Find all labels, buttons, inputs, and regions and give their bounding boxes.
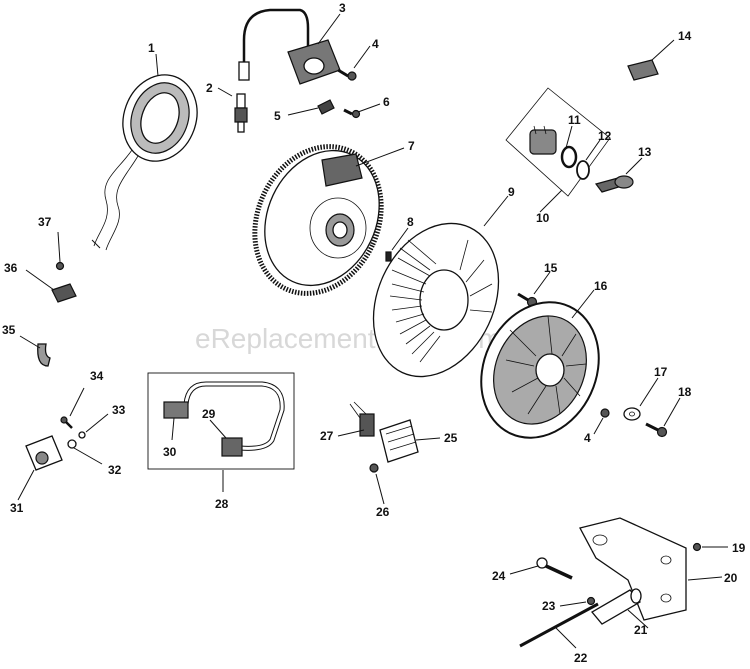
screw-part-bottom[interactable] (600, 408, 610, 418)
harness-connector-part-29[interactable] (221, 437, 243, 457)
callout-18[interactable]: 18 (678, 385, 692, 399)
wire-harness-part[interactable] (183, 381, 285, 451)
callout-9[interactable]: 9 (508, 185, 515, 199)
callout-15[interactable]: 15 (544, 261, 558, 275)
screw-part-6[interactable] (343, 108, 361, 119)
callout-4a[interactable]: 4 (372, 37, 379, 51)
nut-ring-part[interactable] (560, 145, 578, 169)
callout-4b[interactable]: 4 (584, 431, 591, 445)
harness-connector-part-30[interactable] (163, 401, 189, 419)
callout-17[interactable]: 17 (654, 365, 668, 379)
screw-part-top[interactable] (337, 68, 357, 81)
callout-29[interactable]: 29 (202, 407, 216, 421)
washer-part[interactable] (623, 407, 641, 421)
callout-36[interactable]: 36 (4, 261, 18, 275)
washer-ring-part[interactable] (576, 160, 590, 180)
flywheel-part[interactable] (232, 126, 405, 314)
screw-part-37[interactable] (55, 261, 65, 271)
shoulder-bolt-part[interactable] (536, 557, 573, 580)
callout-5[interactable]: 5 (274, 109, 281, 123)
callout-21[interactable]: 21 (634, 623, 648, 637)
callout-7[interactable]: 7 (408, 139, 415, 153)
callout-1[interactable]: 1 (148, 41, 155, 55)
cable-clamp-part[interactable] (37, 343, 51, 367)
harness-group-box (147, 372, 295, 470)
clip-part-36[interactable] (51, 283, 77, 303)
callout-34[interactable]: 34 (90, 369, 104, 383)
ignition-module-part[interactable] (238, 8, 341, 85)
callout-32[interactable]: 32 (108, 463, 122, 477)
callout-31[interactable]: 31 (10, 501, 24, 515)
screw-part-26[interactable] (369, 463, 379, 473)
ignition-key-part[interactable] (594, 175, 634, 193)
key-part[interactable] (385, 251, 392, 262)
callout-28[interactable]: 28 (215, 497, 229, 511)
callout-33[interactable]: 33 (112, 403, 126, 417)
washer-part-33[interactable] (78, 431, 86, 439)
rectifier-part[interactable] (379, 419, 419, 463)
mounting-bracket-part[interactable] (579, 517, 687, 621)
clip-part[interactable] (317, 99, 335, 115)
screw-part-34[interactable] (60, 416, 73, 429)
nut-part-32[interactable] (67, 439, 77, 449)
leader-lines (17, 13, 728, 649)
callout-19[interactable]: 19 (732, 541, 746, 555)
callout-20[interactable]: 20 (724, 571, 738, 585)
callout-26[interactable]: 26 (376, 505, 390, 519)
callout-27[interactable]: 27 (320, 429, 334, 443)
long-bolt-part[interactable] (519, 602, 599, 648)
callout-22[interactable]: 22 (574, 651, 588, 665)
callout-11[interactable]: 11 (568, 113, 581, 127)
callout-35[interactable]: 35 (2, 323, 16, 337)
stator-coil-part[interactable] (91, 64, 209, 251)
cooling-fan-part[interactable] (350, 203, 523, 397)
spacer-tube-part[interactable] (591, 588, 642, 625)
callout-8[interactable]: 8 (407, 215, 414, 229)
bolt-part[interactable] (645, 422, 668, 438)
rubber-boot-part[interactable] (627, 59, 659, 81)
callout-13[interactable]: 13 (638, 145, 652, 159)
callout-25[interactable]: 25 (444, 431, 458, 445)
callout-23[interactable]: 23 (542, 599, 556, 613)
nut-part-23[interactable] (586, 596, 596, 606)
callout-10[interactable]: 10 (536, 211, 550, 225)
spark-plug-part[interactable] (234, 93, 248, 133)
callout-37[interactable]: 37 (38, 215, 52, 229)
switch-assembly-part[interactable] (25, 435, 63, 471)
nut-part-19[interactable] (692, 542, 702, 552)
callout-2[interactable]: 2 (206, 81, 213, 95)
callout-14[interactable]: 14 (678, 29, 692, 43)
key-switch-part[interactable] (505, 87, 611, 197)
callout-6[interactable]: 6 (383, 95, 390, 109)
callout-24[interactable]: 24 (492, 569, 506, 583)
callout-3[interactable]: 3 (339, 1, 346, 15)
callout-12[interactable]: 12 (598, 129, 612, 143)
callout-30[interactable]: 30 (163, 445, 177, 459)
grass-screen-part[interactable] (460, 283, 621, 457)
callout-16[interactable]: 16 (594, 279, 608, 293)
